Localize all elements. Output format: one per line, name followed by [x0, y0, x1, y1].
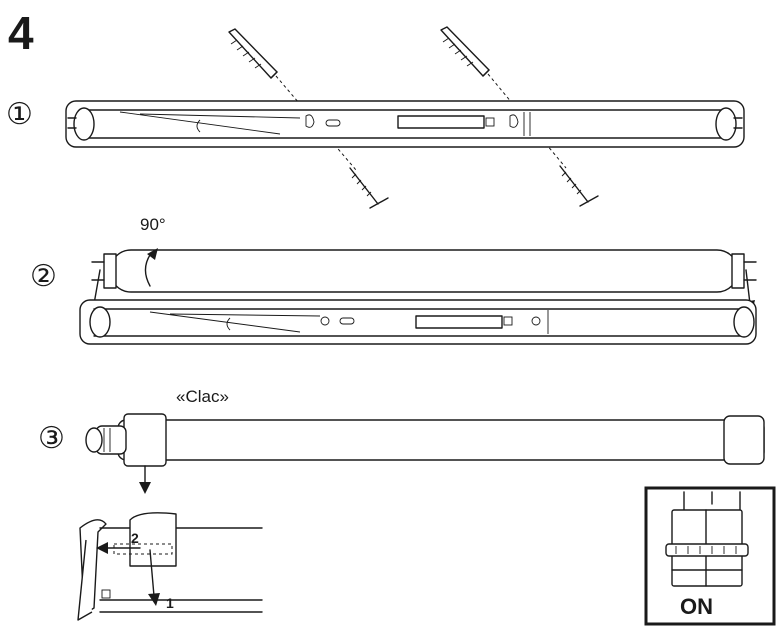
tube-step2: [91, 248, 757, 293]
screw-left: [349, 167, 389, 209]
switch-on-label: ON: [680, 594, 713, 619]
rotation-label: 90°: [140, 215, 166, 234]
fixture-base-step2: [79, 299, 757, 345]
wall-plug-left: [228, 28, 278, 79]
detail-label-first: 1: [166, 595, 174, 611]
click-sound-label: «Clac»: [176, 387, 229, 406]
fixture-base-step1: [65, 100, 745, 148]
wall-plug-right: [440, 26, 490, 77]
detail-label-second: 2: [131, 530, 139, 546]
substep-two-marker: ②: [30, 260, 57, 293]
end-cap-detail: [77, 512, 263, 621]
tube-step3: [85, 413, 765, 467]
screw-right: [559, 165, 599, 207]
substep-one-marker: ①: [6, 98, 33, 131]
breaker-panel: [644, 486, 776, 626]
detail-arrow: [139, 465, 151, 494]
step-number: 4: [8, 7, 34, 59]
substep-three-marker: ③: [38, 422, 65, 455]
